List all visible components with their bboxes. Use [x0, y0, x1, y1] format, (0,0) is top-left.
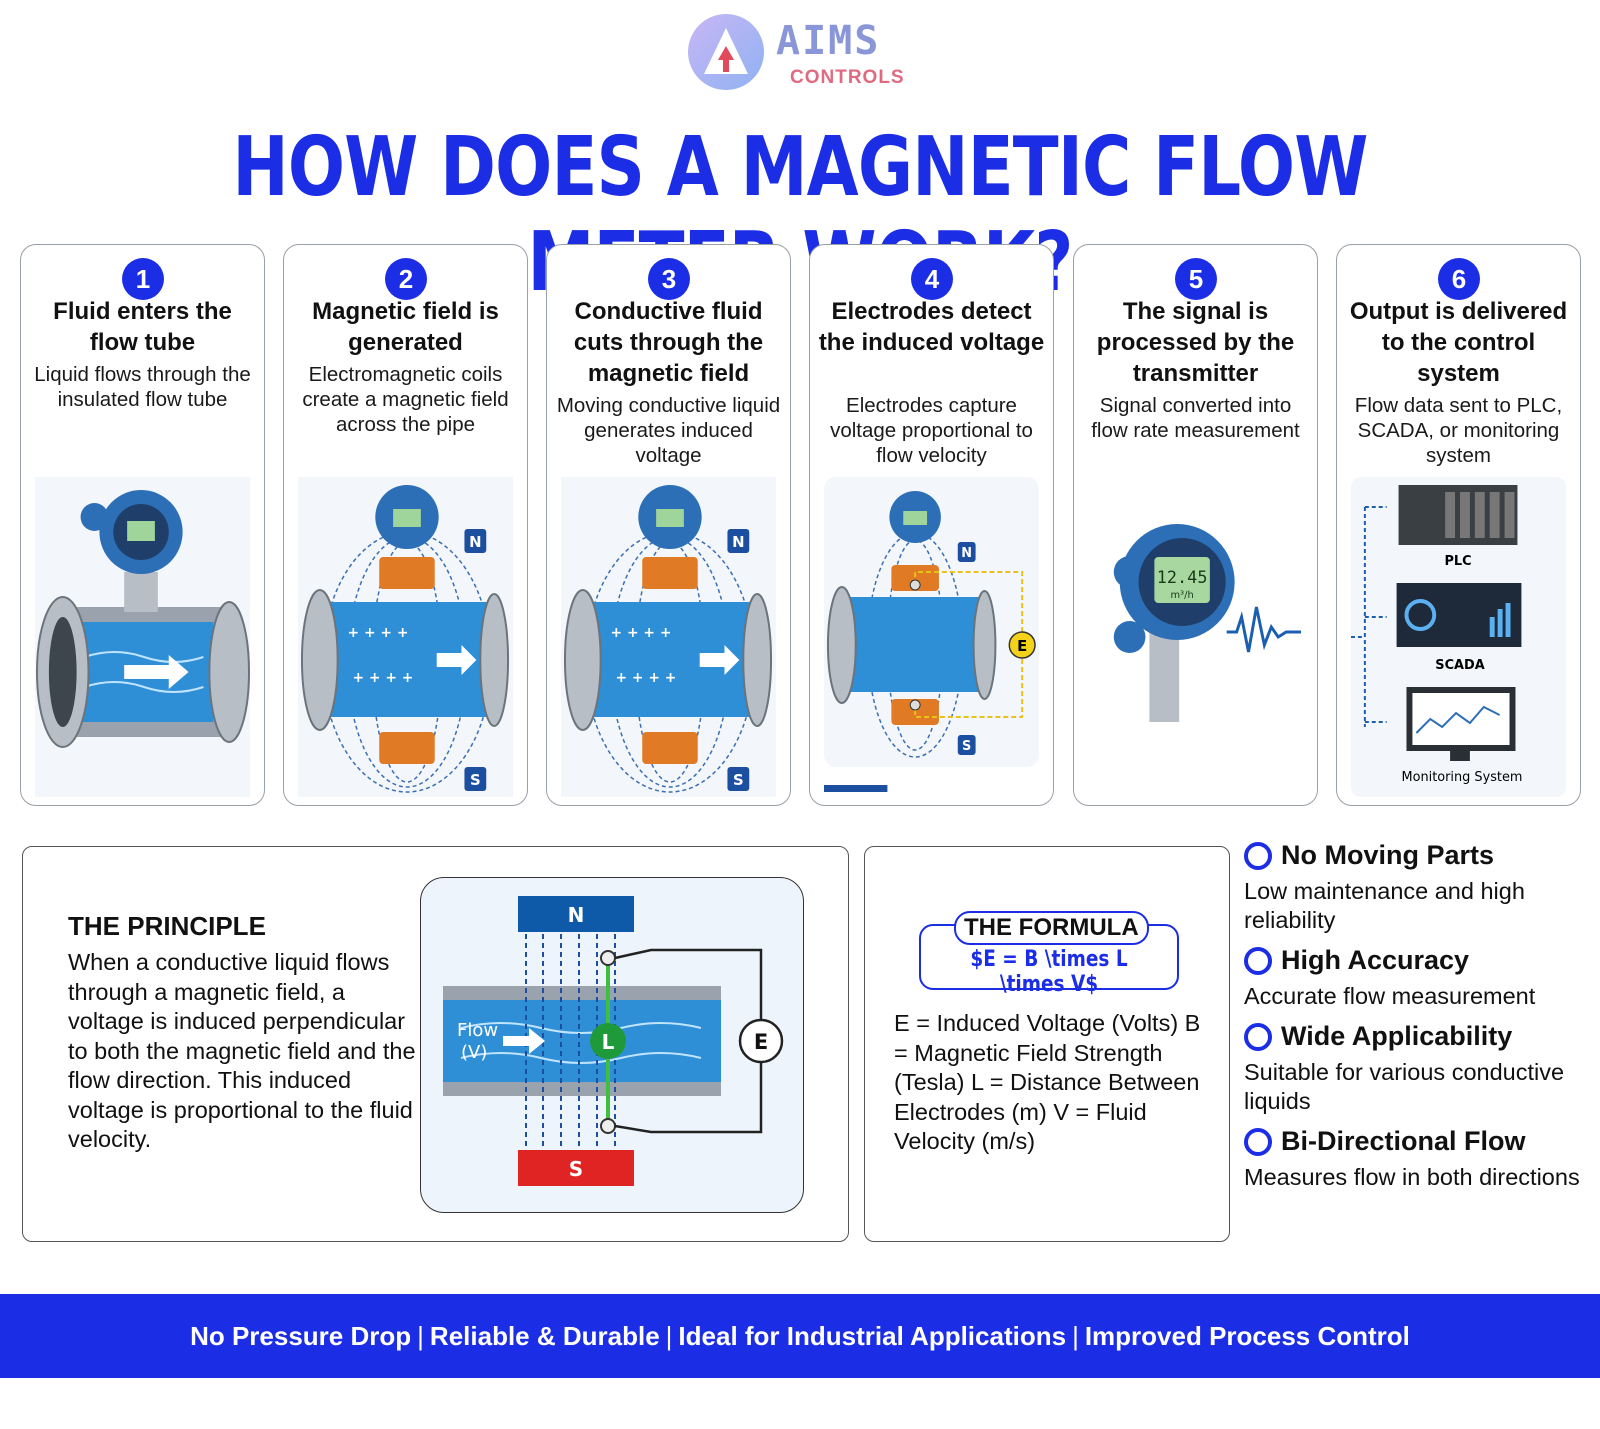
svg-text:+ + + +: + + + + [611, 625, 672, 641]
benefit-item: Wide Applicability Suitable for various … [1244, 1021, 1600, 1122]
south-pole-label: S [733, 771, 744, 789]
magnetic-field-illustration: + + + + + + + + N S [298, 477, 513, 797]
step-description: Moving conductive liquid generates induc… [556, 394, 781, 467]
circle-bullet-icon [1244, 946, 1272, 975]
benefit-description: Accurate flow measurement [1244, 983, 1536, 1009]
step-description: Electromagnetic coils create a magnetic … [302, 363, 509, 436]
step-number: 5 [1175, 258, 1217, 300]
benefit-item: Bi-Directional Flow Measures flow in bot… [1244, 1126, 1600, 1198]
plc-label: PLC [1444, 554, 1471, 569]
step-card-4: 4 Electrodes detect the induced voltage … [809, 244, 1054, 806]
step-description: Signal converted into flow rate measurem… [1091, 394, 1300, 442]
monitoring-label: Monitoring System [1401, 770, 1522, 785]
brand-logo: AIMS CONTROLS [686, 12, 926, 94]
step-title: Magnetic field is generated [312, 298, 499, 356]
step-number: 2 [385, 258, 427, 300]
step-title: Electrodes detect the induced voltage [818, 298, 1045, 356]
banner-item: Ideal for Industrial Applications [678, 1320, 1067, 1351]
benefit-description: Low maintenance and high reliability [1244, 878, 1525, 933]
signal-wave-icon [1226, 606, 1302, 653]
logo-mark-icon [688, 14, 764, 90]
principle-text: When a conductive liquid flows through a… [68, 949, 416, 1152]
benefits-list: No Moving Parts Low maintenance and high… [1244, 840, 1600, 1202]
brand-name: AIMS [776, 18, 881, 64]
south-pole-label: S [470, 771, 481, 789]
benefit-title: Wide Applicability [1281, 1021, 1513, 1051]
flow-label: Flow [457, 1020, 498, 1041]
banner-item: Improved Process Control [1084, 1320, 1410, 1351]
step-card-6: 6 Output is delivered to the control sys… [1336, 244, 1581, 806]
south-magnet-label: S [569, 1157, 583, 1181]
display-unit: m³/h [1171, 590, 1194, 601]
svg-text:+ + + +: + + + + [615, 670, 676, 686]
benefit-description: Measures flow in both directions [1244, 1164, 1580, 1190]
step-card-2: 2 Magnetic field is generated Electromag… [283, 244, 528, 806]
banner-item: No Pressure Drop [190, 1320, 412, 1351]
velocity-label: (V) [461, 1042, 487, 1063]
step-number: 3 [648, 258, 690, 300]
formula-title: THE FORMULA [954, 911, 1149, 945]
banner-item: Reliable & Durable [429, 1320, 660, 1351]
transmitter-illustration: 12.45 m³/h [1088, 477, 1303, 797]
step-number: 4 [911, 258, 953, 300]
step-title: Conductive fluid cuts through the magnet… [573, 298, 764, 387]
step-title: Fluid enters the flow tube [53, 298, 232, 356]
benefit-description: Suitable for various conductive liquids [1244, 1059, 1565, 1114]
step-card-5: 5 The signal is processed by the transmi… [1073, 244, 1318, 806]
south-pole-label: S [962, 739, 971, 754]
conductive-fluid-illustration: + + + + + + + + N S [561, 477, 776, 797]
north-pole-label: N [469, 533, 481, 551]
benefit-title: Bi-Directional Flow [1281, 1126, 1526, 1156]
step-number: 1 [122, 258, 164, 300]
circle-bullet-icon [1244, 841, 1272, 870]
induced-voltage-label: E [754, 1030, 768, 1054]
step-title: Output is delivered to the control syste… [1349, 298, 1568, 387]
formula-legend: E = Induced Voltage (Volts) B = Magnetic… [894, 1010, 1201, 1154]
banner-divider: | [1072, 1320, 1079, 1351]
bottom-banner: No Pressure Drop | Reliable & Durable | … [0, 1294, 1600, 1378]
step-title: The signal is processed by the transmitt… [1096, 298, 1295, 387]
principle-panel: THE PRINCIPLE When a conductive liquid f… [22, 846, 849, 1242]
circle-bullet-icon [1244, 1022, 1272, 1051]
benefit-item: No Moving Parts Low maintenance and high… [1244, 840, 1600, 941]
scada-label: SCADA [1435, 658, 1484, 673]
electrode-distance-label: L [602, 1030, 615, 1054]
electrode-voltage-label: E [1017, 637, 1027, 655]
north-pole-label: N [732, 533, 744, 551]
formula-panel: THE FORMULA $E = B \times L \times V$ E … [864, 846, 1230, 1242]
north-magnet-label: N [568, 903, 585, 927]
flow-tube-illustration [35, 477, 250, 797]
electrodes-illustration: E N S [824, 477, 1039, 797]
step-description: Liquid flows through the insulated flow … [34, 363, 251, 411]
circle-bullet-icon [1244, 1127, 1272, 1156]
svg-text:+ + + +: + + + + [348, 625, 409, 641]
display-value: 12.45 [1157, 567, 1208, 587]
formula-equation: $E = B \times L \times V$ [970, 947, 1128, 997]
benefit-title: No Moving Parts [1281, 840, 1495, 870]
step-description: Electrodes capture voltage proportional … [830, 394, 1033, 467]
electrode-bottom [600, 1118, 616, 1134]
step-card-1: 1 Fluid enters the flow tube Liquid flow… [20, 244, 265, 806]
step-description: Flow data sent to PLC, SCADA, or monitor… [1354, 394, 1563, 467]
benefit-title: High Accuracy [1281, 945, 1470, 975]
principle-title: THE PRINCIPLE [68, 911, 266, 941]
principle-diagram: N S Flow (V) L E [420, 877, 804, 1213]
control-system-illustration: PLC SCADA Monitoring System [1351, 477, 1566, 797]
banner-divider: | [665, 1320, 673, 1351]
benefit-item: High Accuracy Accurate flow measurement [1244, 945, 1600, 1017]
step-number: 6 [1438, 258, 1480, 300]
step-card-3: 3 Conductive fluid cuts through the magn… [546, 244, 791, 806]
north-pole-label: N [961, 546, 972, 561]
banner-divider: | [417, 1320, 424, 1351]
electrode-top [600, 950, 616, 966]
svg-text:+ + + +: + + + + [352, 670, 413, 686]
brand-subtitle: CONTROLS [790, 67, 905, 88]
